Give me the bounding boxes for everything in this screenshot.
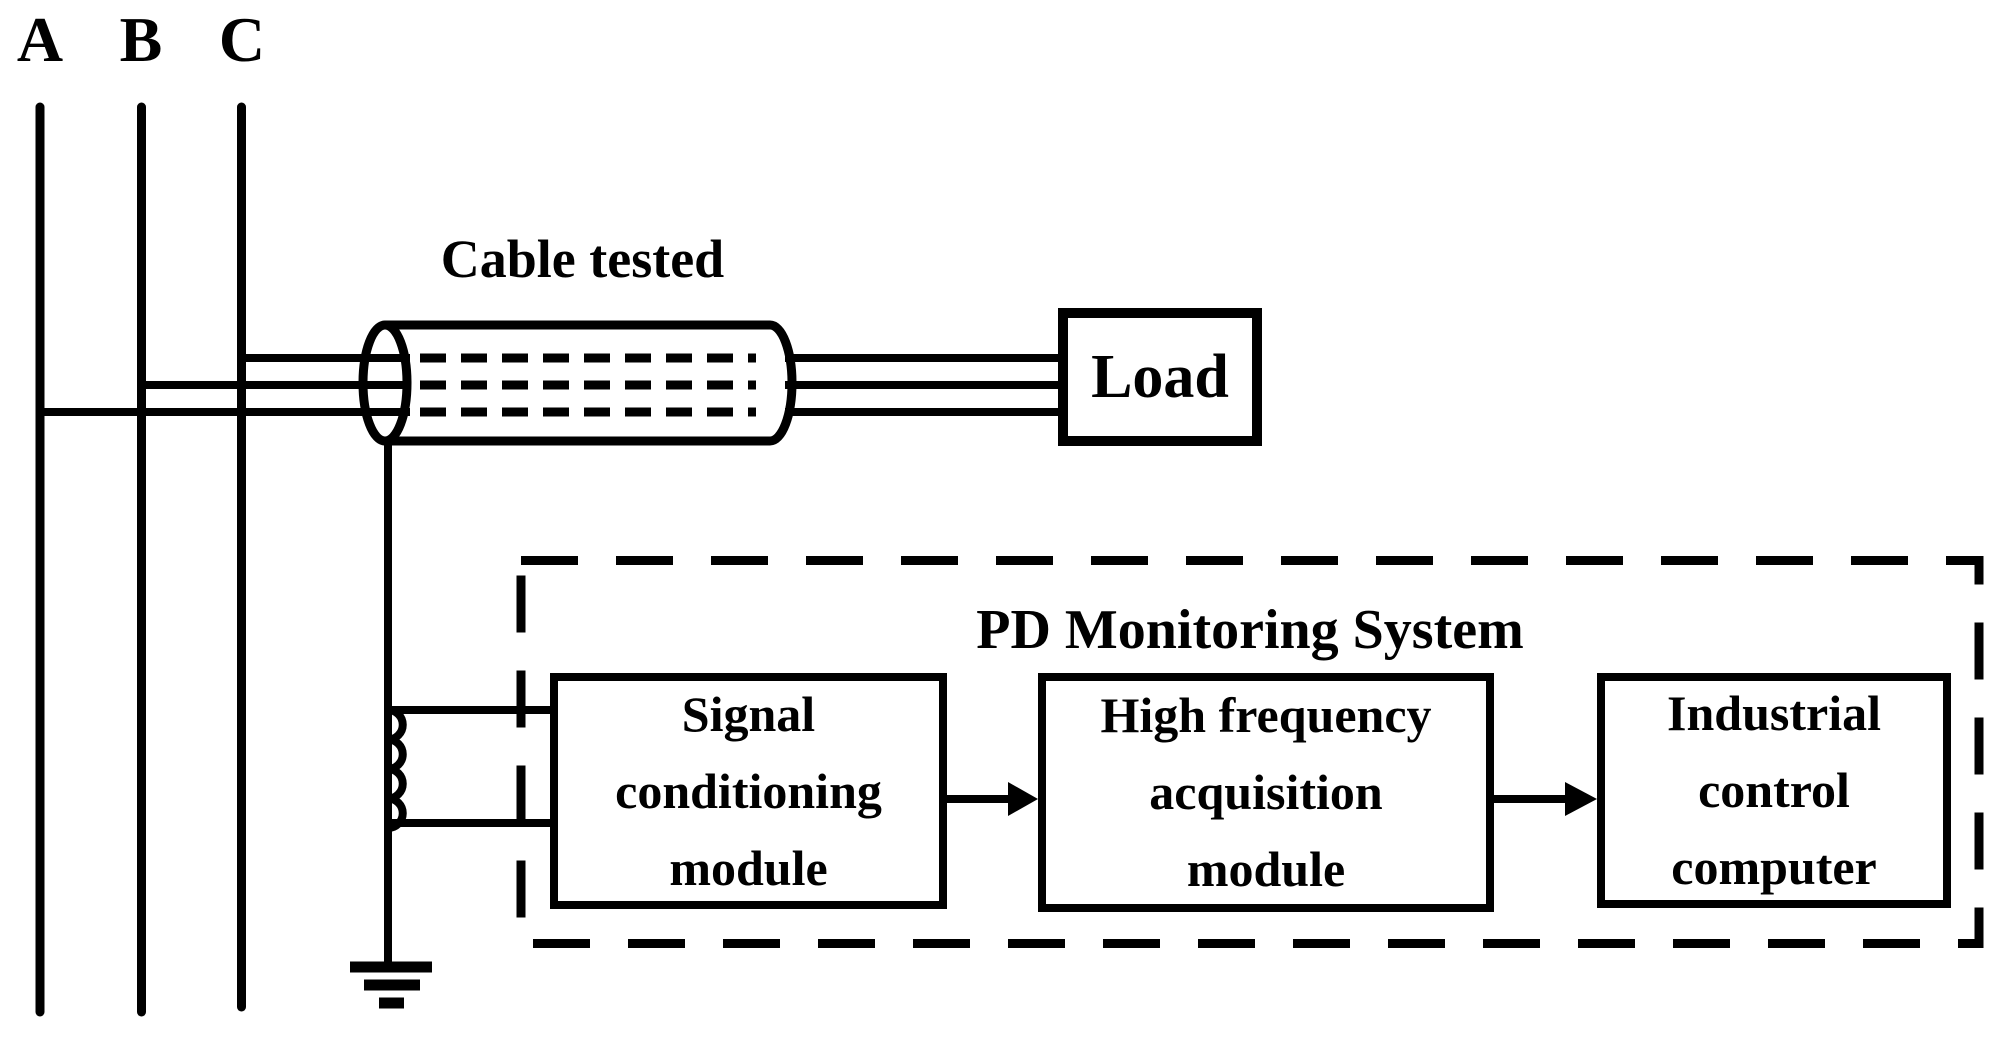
cable-core-dashed-lines [420,353,756,417]
module-label-line: computer [1671,839,1877,895]
module-label-line: Industrial [1667,685,1881,741]
coil-sensor-icon [384,706,407,832]
module-label-line: Signal [681,685,816,742]
pd-system-title: PD Monitoring System [976,599,1524,661]
phase-label-a: A [16,4,64,75]
phase-label-b: B [119,4,163,75]
module-label-line: module [669,839,828,896]
phase-label-c: C [218,4,266,75]
arrow-right-icon-2 [1493,782,1597,816]
module-label-line: High frequency [1100,687,1432,743]
module-box-high-frequency-acquisition: High frequency acquisition module [1038,673,1494,912]
module-label-line: module [1186,841,1346,897]
load-label: Load [1091,342,1229,411]
arrow-right-icon-1 [945,782,1038,816]
cable-core-stubs [363,354,410,416]
module-label-line: acquisition [1149,764,1383,820]
module-label-line: control [1698,762,1850,818]
module-label-line: conditioning [615,762,882,819]
module-box-signal-conditioning: Signal conditioning module [550,673,947,909]
load-wires [785,354,1058,416]
load-box: Load [1058,308,1262,446]
module-box-industrial-control-computer: Industrial control computer [1597,673,1951,908]
ground-symbol-icon [350,961,432,1009]
pd-system-boundary [516,556,1984,948]
cable-tested-label: Cable tested [440,229,725,289]
